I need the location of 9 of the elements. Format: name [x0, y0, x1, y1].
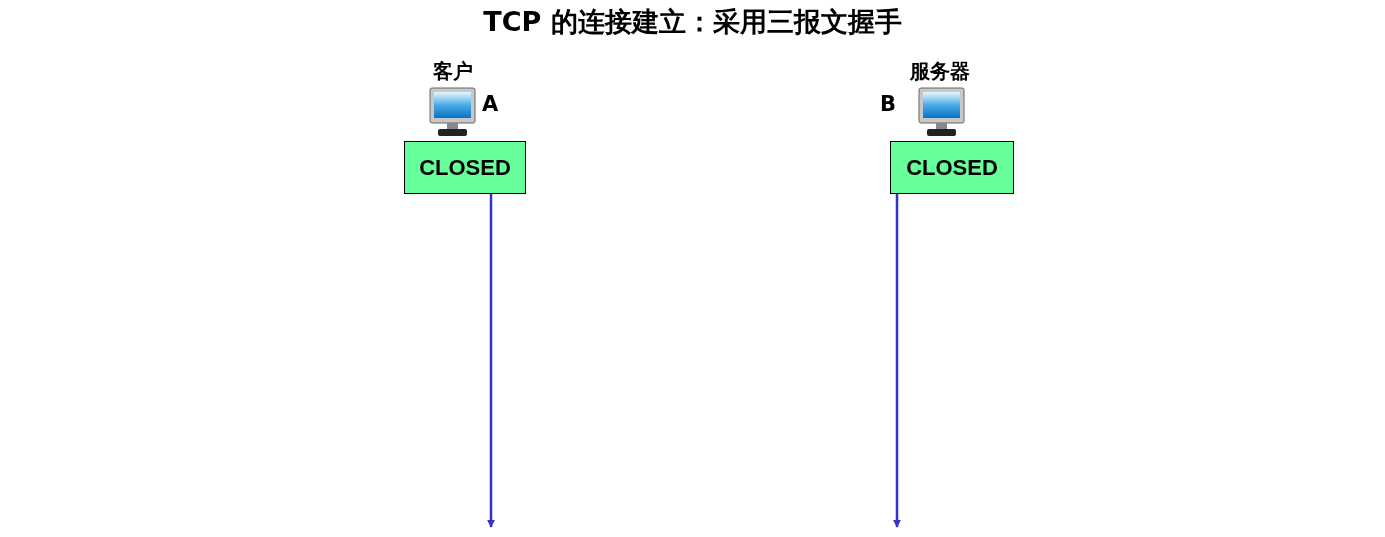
timeline-arrow	[487, 194, 495, 528]
endpoint-label: A	[482, 92, 499, 116]
endpoint-label: 客户	[433, 58, 473, 85]
diagram-title: TCP 的连接建立：采用三报文握手	[482, 5, 903, 39]
endpoint-label: B	[880, 92, 896, 116]
endpoint-label: 服务器	[910, 58, 970, 85]
state-box: CLOSED	[404, 141, 526, 194]
state-box: CLOSED	[890, 141, 1014, 194]
timeline-arrow	[893, 194, 901, 528]
